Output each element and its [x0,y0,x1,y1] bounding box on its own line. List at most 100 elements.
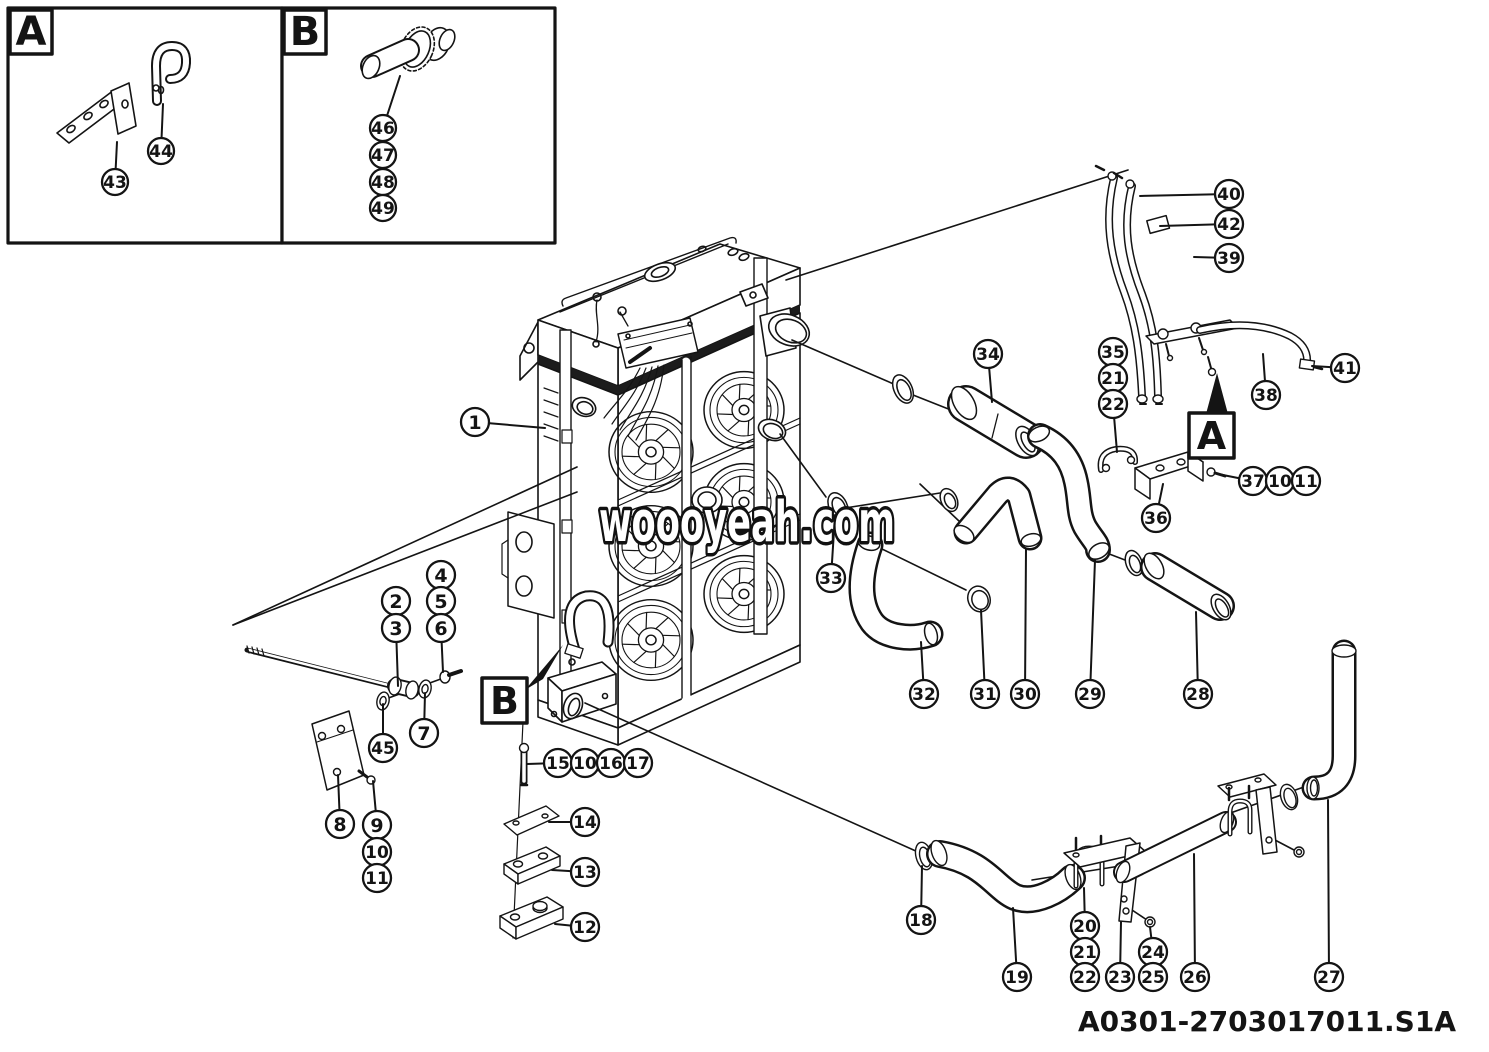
callout-38: 38 [1250,379,1282,411]
svg-text:11: 11 [1294,472,1318,492]
svg-text:15: 15 [546,754,570,774]
svg-text:6: 6 [434,618,447,640]
callout-10: 10 [1264,465,1296,497]
callout-4: 4 [425,559,457,591]
callout-2: 2 [380,585,412,617]
fan [703,554,785,634]
svg-text:18: 18 [909,911,933,931]
svg-text:26: 26 [1183,968,1207,988]
svg-text:36: 36 [1144,509,1168,529]
svg-text:25: 25 [1141,968,1165,988]
svg-text:13: 13 [573,863,597,883]
callout-14: 14 [569,806,601,838]
callout-34: 34 [972,338,1004,370]
hose-parts [827,374,1235,651]
callout-44: 44 [146,136,176,166]
callout-19: 19 [1001,961,1033,993]
inset-a-label: A [16,9,47,55]
callout-24: 24 [1137,936,1169,968]
svg-text:22: 22 [1101,395,1125,415]
svg-text:8: 8 [333,814,346,836]
callout-5: 5 [425,585,457,617]
svg-text:12: 12 [573,918,597,938]
svg-text:39: 39 [1217,249,1241,269]
svg-text:4: 4 [434,565,447,587]
callout-35: 35 [1097,336,1129,368]
part-number: A0301-2703017011.S1A [1078,1005,1456,1038]
callout-16: 16 [595,747,627,779]
watermark: woooyeah.com [599,490,895,555]
svg-text:11: 11 [365,869,389,889]
svg-text:10: 10 [365,843,389,863]
callout-36: 36 [1140,502,1172,534]
svg-text:32: 32 [912,685,936,705]
svg-text:2: 2 [389,591,402,613]
svg-text:16: 16 [599,754,623,774]
callout-45: 45 [367,732,399,764]
svg-text:19: 19 [1005,968,1029,988]
callout-27: 27 [1313,961,1345,993]
callout-6: 6 [425,612,457,644]
callout-23: 23 [1104,961,1136,993]
svg-text:47: 47 [371,146,395,166]
svg-text:23: 23 [1108,968,1132,988]
callout-11: 11 [361,862,393,894]
radiator-assembly [501,236,811,746]
svg-text:20: 20 [1073,917,1097,937]
callout-3: 3 [380,612,412,644]
callout-20: 20 [1069,910,1101,942]
callout-leader [1193,853,1196,978]
callout-22: 22 [1069,961,1101,993]
callout-18: 18 [905,904,937,936]
svg-text:21: 21 [1101,369,1125,389]
callout-22: 22 [1097,388,1129,420]
bottom-pipe-assembly [914,639,1357,928]
detail-marker-b: B [480,645,563,725]
svg-text:14: 14 [573,813,597,833]
callout-31: 31 [969,678,1001,710]
callout-28: 28 [1182,678,1214,710]
callout-leader [1024,548,1027,695]
callout-39: 39 [1213,242,1245,274]
svg-text:45: 45 [371,739,395,759]
svg-text:27: 27 [1317,968,1341,988]
svg-text:10: 10 [1268,472,1292,492]
svg-text:3: 3 [389,618,402,640]
svg-text:31: 31 [973,685,997,705]
svg-text:42: 42 [1217,215,1241,235]
svg-text:5: 5 [434,591,447,613]
svg-text:46: 46 [371,119,395,139]
inset-b-label: B [290,9,321,55]
svg-text:24: 24 [1141,943,1165,963]
svg-text:30: 30 [1013,685,1037,705]
svg-text:35: 35 [1101,343,1125,363]
callout-33: 33 [815,562,847,594]
callout-43: 43 [100,167,130,197]
inset-box-b: B [280,6,557,245]
callout-10: 10 [569,747,601,779]
callout-40: 40 [1213,178,1245,210]
svg-text:21: 21 [1073,943,1097,963]
callout-41: 41 [1329,352,1361,384]
sensor-rod-assembly [244,645,463,791]
svg-text:44: 44 [149,142,173,162]
svg-text:22: 22 [1073,968,1097,988]
svg-text:7: 7 [417,723,430,745]
callout-1: 1 [459,406,491,438]
tube-assembly [1094,164,1324,405]
svg-text:9: 9 [370,815,383,837]
callout-15: 15 [542,747,574,779]
svg-text:10: 10 [573,754,597,774]
svg-text:33: 33 [819,569,843,589]
callout-17: 17 [622,747,654,779]
svg-text:1: 1 [468,412,481,434]
detail-marker-a: A [1187,373,1236,460]
callout-29: 29 [1074,678,1106,710]
callout-12: 12 [569,911,601,943]
callout-13: 13 [569,856,601,888]
svg-text:34: 34 [976,345,1000,365]
callout-26: 26 [1179,961,1211,993]
